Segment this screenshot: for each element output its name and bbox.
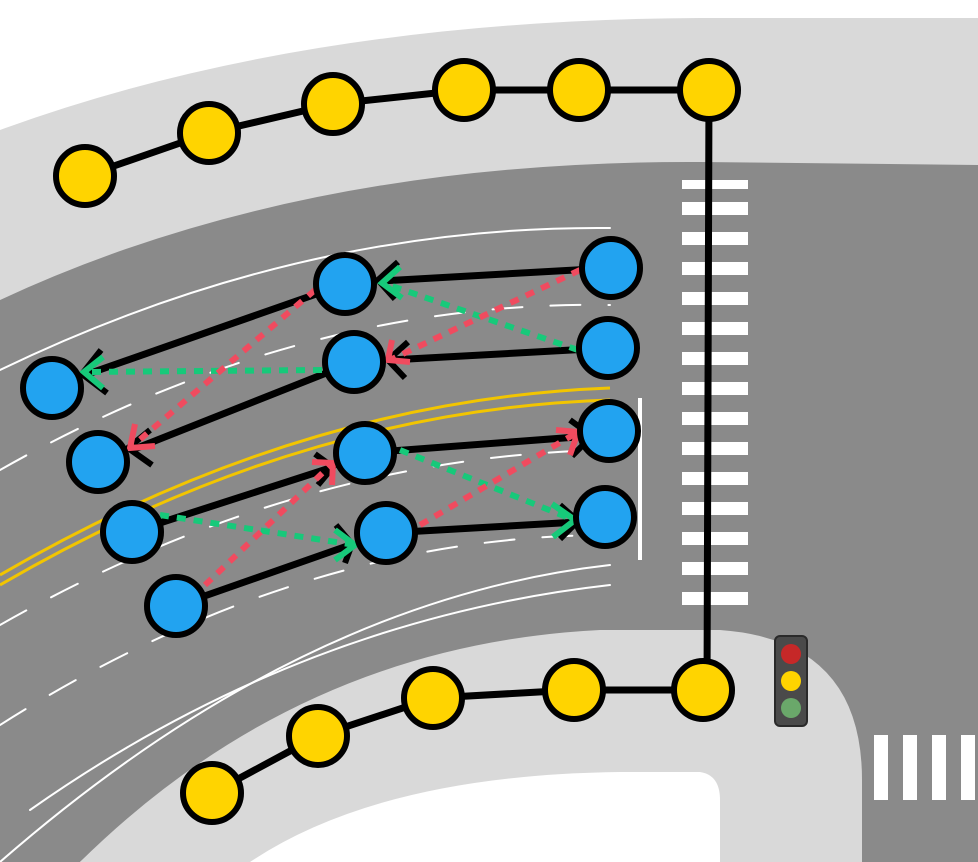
vehicle-node bbox=[333, 421, 397, 485]
vehicle-node bbox=[66, 430, 130, 494]
vehicle-node bbox=[354, 501, 418, 565]
boundary-node bbox=[547, 58, 611, 122]
boundary-node bbox=[401, 666, 465, 730]
boundary-node bbox=[671, 658, 735, 722]
boundary-node bbox=[677, 58, 741, 122]
boundary-node bbox=[301, 72, 365, 136]
vehicle-node bbox=[576, 316, 640, 380]
vehicle-node bbox=[579, 236, 643, 300]
vehicle-node bbox=[322, 330, 386, 394]
vehicle-node bbox=[573, 485, 637, 549]
boundary-node bbox=[177, 101, 241, 165]
traffic-light-icon bbox=[774, 635, 808, 727]
boundary-node bbox=[180, 761, 244, 825]
vehicle-node bbox=[20, 356, 84, 420]
vehicle-edges bbox=[77, 259, 612, 610]
center-line bbox=[0, 386, 611, 587]
boundary-node bbox=[53, 144, 117, 208]
crosswalk-horizontal bbox=[874, 735, 975, 800]
inner-block bbox=[250, 772, 720, 862]
crosswalk-vertical bbox=[682, 180, 748, 605]
vehicle-node bbox=[577, 399, 641, 463]
boundary-nodes bbox=[53, 58, 741, 825]
boundary-node bbox=[542, 658, 606, 722]
boundary-node bbox=[286, 704, 350, 768]
vehicle-nodes bbox=[20, 236, 643, 638]
lane-markings bbox=[0, 226, 611, 862]
vehicle-node bbox=[313, 252, 377, 316]
vehicle-node bbox=[100, 500, 164, 564]
boundary-node bbox=[432, 58, 496, 122]
vehicle-node bbox=[144, 574, 208, 638]
